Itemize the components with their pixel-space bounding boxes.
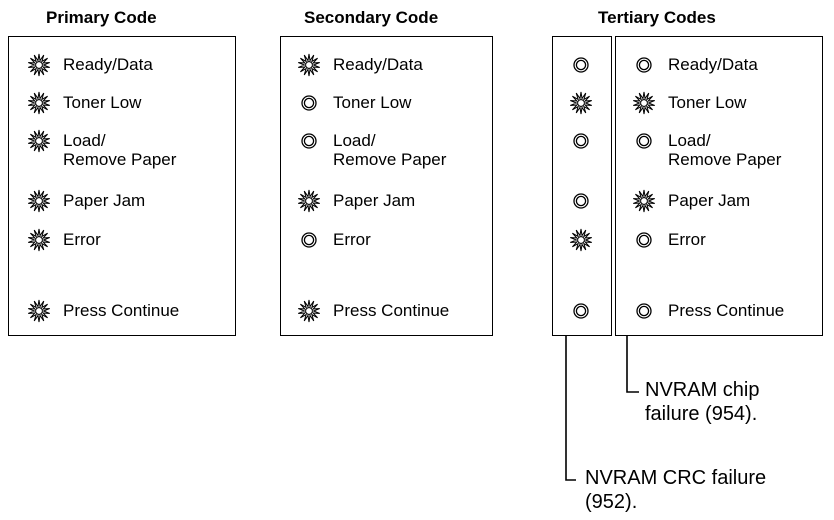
crc-leader-line <box>565 336 576 481</box>
light-row-ready-data: Ready/Data <box>27 53 153 77</box>
tertiary-chip-panel: Ready/Data Toner Low Load/ Remove Paper … <box>615 36 823 336</box>
load-label-line2: Remove Paper <box>333 150 447 169</box>
blinking-light-icon <box>27 91 51 115</box>
crc-callout-line1: NVRAM CRC failure <box>585 467 767 489</box>
error-label: Error <box>668 230 706 249</box>
ready-data-label: Ready/Data <box>668 55 758 74</box>
load-label-line1: Load/ <box>333 131 376 150</box>
light-off-icon <box>632 129 656 153</box>
toner-low-label: Toner Low <box>333 93 412 112</box>
chip-leader-line <box>626 336 639 393</box>
light-row-paper-jam: Paper Jam <box>27 189 145 213</box>
blinking-light-icon <box>569 91 593 115</box>
toner-low-label: Toner Low <box>63 93 142 112</box>
light-row-toner-low <box>569 91 593 115</box>
light-row-load-remove-paper <box>569 129 593 153</box>
load-label-line1: Load/ <box>668 131 711 150</box>
blinking-light-icon <box>27 189 51 213</box>
tertiary-crc-panel <box>552 36 612 336</box>
light-off-icon <box>632 299 656 323</box>
nvram-crc-failure-callout: NVRAM CRC failure (952). <box>585 466 766 514</box>
press-continue-label: Press Continue <box>333 301 450 320</box>
light-off-icon <box>569 53 593 77</box>
light-row-toner-low: Toner Low <box>297 91 411 115</box>
error-label: Error <box>63 230 101 249</box>
blinking-light-icon <box>27 228 51 252</box>
light-row-toner-low: Toner Low <box>27 91 141 115</box>
paper-jam-label: Paper Jam <box>668 191 751 210</box>
load-label-line2: Remove Paper <box>63 150 177 169</box>
blinking-light-icon <box>27 129 51 153</box>
light-off-icon <box>632 53 656 77</box>
light-row-error <box>569 228 593 252</box>
light-off-icon <box>297 228 321 252</box>
light-row-error: Error <box>297 228 371 252</box>
light-row-error: Error <box>632 228 706 252</box>
secondary-code-panel: Ready/Data Toner Low Load/ Remove Paper … <box>280 36 493 336</box>
load-label-line1: Load/ <box>63 131 106 150</box>
light-row-load-remove-paper: Load/ Remove Paper <box>297 129 446 169</box>
blinking-light-icon <box>297 299 321 323</box>
light-off-icon <box>569 129 593 153</box>
light-row-press-continue: Press Continue <box>632 299 784 323</box>
light-row-load-remove-paper: Load/ Remove Paper <box>27 129 176 169</box>
light-off-icon <box>297 91 321 115</box>
load-remove-paper-label: Load/ Remove Paper <box>333 131 446 169</box>
light-row-load-remove-paper: Load/ Remove Paper <box>632 129 781 169</box>
blinking-light-icon <box>632 189 656 213</box>
secondary-code-title: Secondary Code <box>304 8 439 27</box>
paper-jam-label: Paper Jam <box>333 191 416 210</box>
press-continue-label: Press Continue <box>63 301 180 320</box>
light-row-paper-jam <box>569 189 593 213</box>
paper-jam-label: Paper Jam <box>63 191 146 210</box>
blinking-light-icon <box>569 228 593 252</box>
light-row-ready-data <box>569 53 593 77</box>
load-remove-paper-label: Load/ Remove Paper <box>668 131 781 169</box>
crc-callout-line2: (952). <box>585 491 638 513</box>
tertiary-codes-title: Tertiary Codes <box>598 8 716 27</box>
light-row-press-continue <box>569 299 593 323</box>
light-off-icon <box>569 189 593 213</box>
ready-data-label: Ready/Data <box>333 55 423 74</box>
nvram-chip-failure-callout: NVRAM chip failure (954). <box>645 378 759 426</box>
blinking-light-icon <box>27 299 51 323</box>
chip-callout-line2: failure (954). <box>645 403 758 425</box>
load-label-line2: Remove Paper <box>668 150 782 169</box>
light-off-icon <box>297 129 321 153</box>
ready-data-label: Ready/Data <box>63 55 153 74</box>
light-row-paper-jam: Paper Jam <box>632 189 750 213</box>
toner-low-label: Toner Low <box>668 93 747 112</box>
error-label: Error <box>333 230 371 249</box>
light-row-toner-low: Toner Low <box>632 91 746 115</box>
load-remove-paper-label: Load/ Remove Paper <box>63 131 176 169</box>
press-continue-label: Press Continue <box>668 301 785 320</box>
chip-callout-line1: NVRAM chip <box>645 379 760 401</box>
light-row-ready-data: Ready/Data <box>632 53 758 77</box>
blinking-light-icon <box>297 189 321 213</box>
blinking-light-icon <box>27 53 51 77</box>
light-row-press-continue: Press Continue <box>27 299 179 323</box>
light-row-ready-data: Ready/Data <box>297 53 423 77</box>
blinking-light-icon <box>632 91 656 115</box>
light-row-press-continue: Press Continue <box>297 299 449 323</box>
primary-code-title: Primary Code <box>46 8 157 27</box>
light-off-icon <box>632 228 656 252</box>
light-row-error: Error <box>27 228 101 252</box>
light-row-paper-jam: Paper Jam <box>297 189 415 213</box>
primary-code-panel: Ready/Data Toner Low Load/ Remove Paper … <box>8 36 236 336</box>
blinking-light-icon <box>297 53 321 77</box>
light-off-icon <box>569 299 593 323</box>
